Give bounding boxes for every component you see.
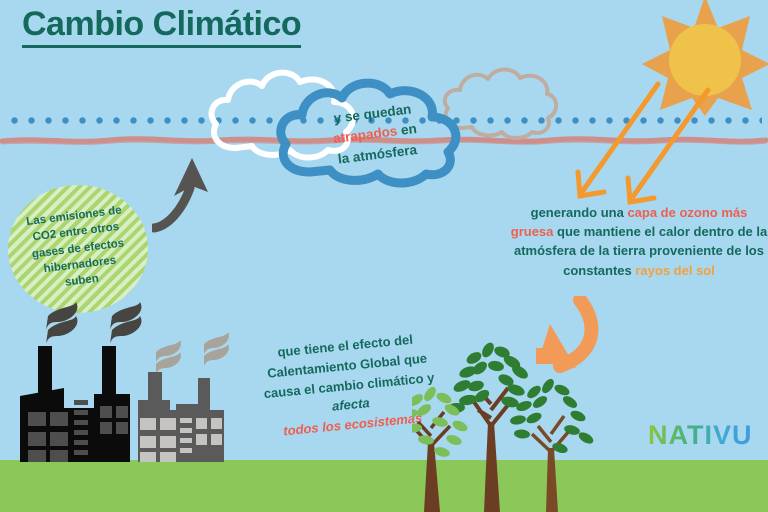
ground-strip — [0, 460, 768, 512]
dotted-line-divider — [6, 117, 762, 124]
ozone-seg2: que mantiene el calor dentro de la atmós… — [514, 224, 768, 278]
curved-arrow-down-icon — [518, 293, 618, 388]
cloud-tan-icon — [438, 62, 559, 149]
curved-arrow-up-icon — [149, 152, 238, 234]
straight-arrows-down-icon — [560, 80, 730, 210]
emissions-line-4: suben — [64, 273, 100, 290]
rough-line-divider — [0, 128, 768, 150]
ozone-highlight-orange: rayos del sol — [635, 262, 715, 278]
ozone-highlight-red: capa de ozono más gruesa — [510, 205, 748, 240]
cloud-caption-highlight: atrapados — [332, 123, 399, 147]
cloud-caption-line2tail: en — [396, 121, 418, 139]
cloud-white-icon — [206, 58, 366, 173]
cloud-blue-icon — [270, 78, 480, 193]
ozone-seg1: generando una — [530, 205, 628, 220]
warming-highlight-red: todos los ecosistemas — [282, 410, 423, 439]
emissions-callout-circle: Las emisiones de CO2 entre otros gases d… — [8, 185, 148, 313]
tree-icon — [402, 330, 602, 512]
sun-icon — [638, 0, 768, 118]
warming-italic: afecta — [331, 395, 371, 414]
nativu-logo: NATIVU — [648, 420, 753, 450]
emissions-callout-text: Las emisiones de CO2 entre otros gases d… — [11, 201, 144, 297]
warming-seg1: que tiene el efecto del Calentamiento Gl… — [263, 331, 435, 401]
factory-icon — [8, 300, 248, 462]
page-title: Cambio Climático — [22, 5, 302, 49]
ozone-paragraph: generando una capa de ozono más gruesa q… — [508, 203, 768, 280]
